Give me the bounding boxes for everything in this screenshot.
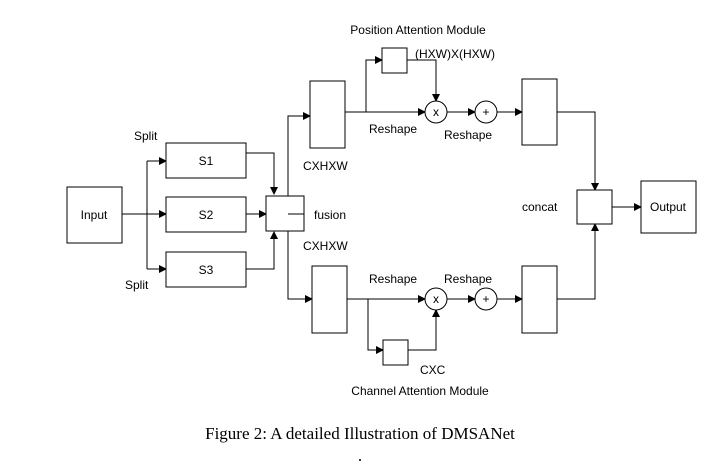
split-label-bottom: Split xyxy=(125,278,149,292)
arrow-to-position-attention xyxy=(365,56,383,112)
s3-label: S3 xyxy=(199,263,214,277)
arrow-fusion-to-bottom xyxy=(287,231,313,303)
add-symbol-top: + xyxy=(482,105,489,119)
input-box xyxy=(66,186,123,244)
output-label: Output xyxy=(650,200,687,214)
reshape-label-bottom-1: Reshape xyxy=(369,272,417,286)
reshape-label-top-1: Reshape xyxy=(369,122,417,136)
reshape-label-top-2: Reshape xyxy=(444,128,492,142)
output-box xyxy=(640,180,697,234)
channel-attention-dims: CXC xyxy=(420,363,446,377)
multiply-symbol-bottom: x xyxy=(433,292,439,306)
concat-label: concat xyxy=(522,200,558,214)
s2-box xyxy=(165,196,247,233)
s1-label: S1 xyxy=(199,154,214,168)
figure-caption: Figure 2: A detailed Illustration of DMS… xyxy=(205,424,515,443)
channel-attention-module-title: Channel Attention Module xyxy=(351,384,489,398)
top-feature-box xyxy=(309,80,346,149)
position-attention-module-title: Position Attention Module xyxy=(350,23,486,37)
arrow-attention-to-mul-top xyxy=(407,59,440,102)
multiply-symbol-top: x xyxy=(433,105,439,119)
position-attention-dims: (HXW)X(HXW) xyxy=(415,47,495,61)
channel-attention-box xyxy=(382,339,409,366)
arrow-bottom-to-concat xyxy=(557,223,599,300)
concat-box xyxy=(576,189,613,225)
arrow-to-channel-attention xyxy=(367,299,384,354)
position-attention-box xyxy=(381,47,408,74)
top-output-box xyxy=(521,78,558,146)
input-label: Input xyxy=(81,208,108,222)
arrow-s1-to-fusion xyxy=(246,152,278,195)
caption-trailer: . xyxy=(357,446,363,465)
bottom-output-box xyxy=(521,265,558,334)
reshape-label-bottom-2: Reshape xyxy=(444,272,492,286)
arrow-top-to-concat xyxy=(557,111,599,191)
s2-label: S2 xyxy=(199,208,214,222)
fusion-label: fusion xyxy=(314,208,346,222)
arrow-attention-to-mul-bottom xyxy=(408,309,440,351)
arrow-s3-to-fusion xyxy=(246,231,278,270)
s1-box xyxy=(165,142,247,179)
bottom-feature-box xyxy=(311,265,348,334)
add-symbol-bottom: + xyxy=(482,292,489,306)
dims-label-top: CXHXW xyxy=(303,159,348,173)
arrow-fusion-to-top xyxy=(287,112,311,196)
split-label-top: Split xyxy=(134,129,158,143)
dims-label-bottom: CXHXW xyxy=(303,239,348,253)
